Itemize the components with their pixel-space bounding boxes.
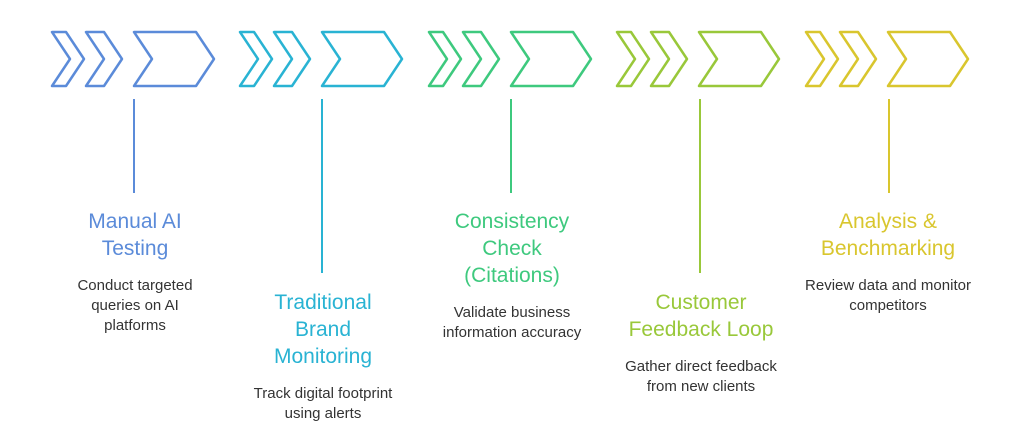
step-title: Manual AI Testing — [88, 210, 182, 260]
step-description: Conduct targeted queries on AI platforms — [77, 277, 193, 334]
chevron-arrow-icon — [838, 30, 878, 88]
step-4: Customer Feedback Loop Gather direct fee… — [614, 289, 788, 397]
chevron-arrow-icon — [804, 30, 840, 88]
chevron-arrow-icon — [427, 30, 463, 88]
step-description: Review data and monitor competitors — [805, 277, 971, 314]
chevron-arrow-icon — [272, 30, 312, 88]
chevron-arrow-icon — [84, 30, 124, 88]
chevron-arrow-icon — [132, 30, 216, 88]
chevron-arrow-icon — [50, 30, 86, 88]
step-3: Consistency Check (Citations) Validate b… — [437, 208, 587, 343]
step-title: Traditional Brand Monitoring — [273, 291, 373, 368]
chevron-group-4 — [615, 30, 781, 88]
step-description: Gather direct feedback from new clients — [625, 358, 777, 395]
step-title: Customer Feedback Loop — [628, 291, 774, 341]
chevron-arrow-icon — [615, 30, 651, 88]
chevron-arrow-icon — [509, 30, 593, 88]
chevron-arrow-icon — [697, 30, 781, 88]
step-description: Validate business information accuracy — [442, 304, 582, 341]
chevron-arrow-icon — [238, 30, 274, 88]
step-title: Analysis & Benchmarking — [820, 210, 956, 260]
chevron-group-2 — [238, 30, 404, 88]
step-2: Traditional Brand Monitoring Track digit… — [248, 289, 398, 424]
chevron-group-5 — [804, 30, 970, 88]
chevron-arrow-icon — [320, 30, 404, 88]
chevron-arrow-icon — [886, 30, 970, 88]
step-1: Manual AI Testing Conduct targeted queri… — [60, 208, 210, 336]
chevron-arrow-icon — [461, 30, 501, 88]
chevron-group-1 — [50, 30, 216, 88]
step-5: Analysis & Benchmarking Review data and … — [800, 208, 976, 316]
chevron-arrow-icon — [649, 30, 689, 88]
step-description: Track digital footprint using alerts — [253, 385, 393, 422]
step-title: Consistency Check (Citations) — [454, 210, 570, 287]
chevron-group-3 — [427, 30, 593, 88]
